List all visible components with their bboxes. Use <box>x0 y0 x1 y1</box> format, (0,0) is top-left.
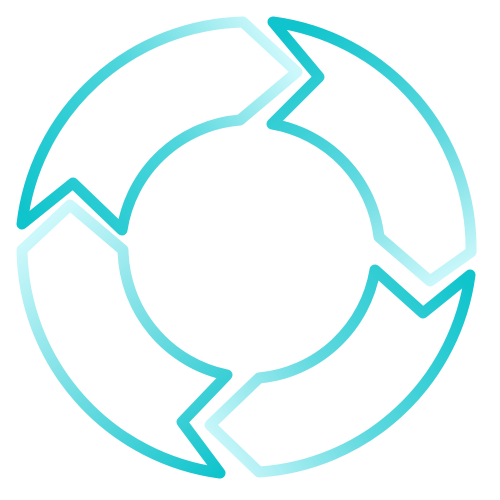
top-right-arrow <box>266 16 477 287</box>
bottom-left-arrow <box>16 199 233 479</box>
top-left-arrow <box>16 16 303 236</box>
bottom-right-arrow <box>204 264 476 478</box>
